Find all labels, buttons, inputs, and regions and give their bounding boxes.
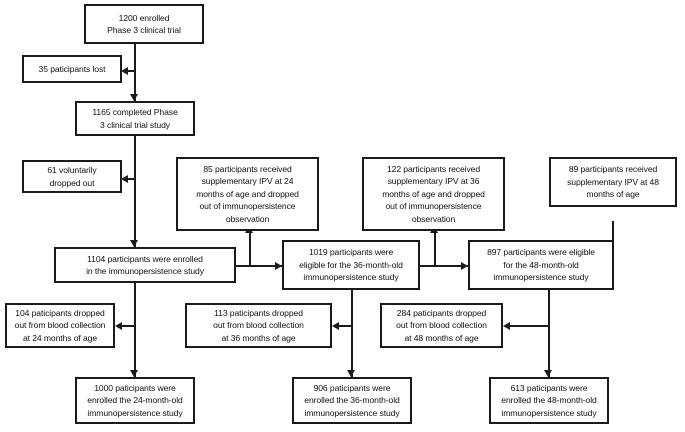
connector-branch-ipv36 (434, 231, 436, 266)
node-ipv48-line3: months of age (586, 189, 640, 200)
node-eligible36-line3: immunopersistence study (303, 272, 399, 283)
node-blood24-line1: 104 paticipants dropped (15, 307, 105, 318)
node-enrolled-line1: 1200 enrolled (118, 12, 170, 23)
node-blood36-line3: at 36 months of age (221, 332, 296, 343)
node-final24-line1: 1000 paticipants were (94, 382, 176, 393)
node-enrolled-line2: Phase 3 clinical trial (107, 25, 181, 35)
arrowhead-blood36 (332, 321, 339, 330)
node-enrolled-immuno-line1: 1104 participants were enrolled (87, 253, 203, 264)
connector-branch-lost-2 (124, 70, 136, 72)
connector-enrolled-to-completed (134, 44, 136, 101)
arrowhead-blood24 (115, 321, 122, 330)
node-blood24-line3: at 24 months of age (22, 332, 98, 343)
connector-completed-to-enrolled-immuno (134, 136, 136, 247)
arrowhead-eligible48 (461, 261, 468, 270)
node-ipv36-line2: supplementary IPV at 36 (387, 176, 480, 187)
node-ipv24-line4: out of immunopersistence (199, 201, 296, 212)
connector-col1-down (134, 283, 136, 377)
node-ipv24-line3: months of age and dropped (196, 188, 299, 199)
node-voluntary-line2: dropped out (49, 177, 95, 188)
node-final-48: 613 paticipants were enrolled the 48-mon… (489, 377, 609, 424)
node-blood48-line3: at 48 months of age (404, 332, 479, 343)
node-final36-line2: enrolled the 36-month-old (304, 395, 400, 406)
node-eligible36-line2: eligible for the 36-month-old (299, 259, 403, 270)
arrowhead-enrolled-immuno (130, 240, 138, 247)
connector-branch-blood24 (120, 325, 136, 327)
node-ipv36-line5: observation (411, 213, 456, 224)
arrowhead-final48 (544, 370, 552, 377)
node-blood48-line1: 284 paticipants dropped (396, 307, 487, 318)
node-dropped-voluntarily: 61 voluntarily dropped out (22, 160, 122, 193)
node-ipv24-line2: supplementary IPV at 24 (201, 176, 294, 187)
connector-enrolled-to-eligible36 (236, 265, 282, 267)
node-final-36: 906 paticipants were enrolled the 36-mon… (292, 377, 412, 424)
connector-branch-blood36 (337, 325, 353, 327)
node-blood36-line2: out from blood collection (213, 320, 304, 331)
node-completed-line1: 1165 completed Phase (92, 107, 178, 118)
node-final36-line3: immunopersistence study (304, 407, 400, 418)
node-final24-line2: enrolled the 24-month-old (87, 395, 183, 406)
node-voluntary-line1: 61 voluntarily (47, 165, 97, 176)
node-final-24: 1000 paticipants were enrolled the 24-mo… (75, 377, 195, 424)
node-final48-line1: 613 paticipants were (510, 382, 588, 393)
connector-branch-ipv24 (249, 231, 251, 266)
node-final48-line2: enrolled the 48-month-old (501, 395, 597, 406)
node-dropped-blood-24: 104 paticipants dropped out from blood c… (5, 303, 115, 348)
node-ipv36-line4: out of immunopersistence (385, 201, 482, 212)
arrowhead-eligible36 (275, 261, 282, 270)
node-blood48-line2: out from blood collection (396, 320, 487, 331)
node-lost: 35 paticipants lost (22, 55, 122, 83)
arrowhead-lost (121, 66, 128, 75)
node-ipv48-line2: supplementary IPV at 48 (567, 176, 659, 187)
node-final36-line1: 906 paticipants were (313, 382, 391, 393)
node-eligible48-line2: for the 48-month-old (503, 259, 579, 270)
arrowhead-voluntary (121, 174, 128, 183)
connector-eligible36-to-eligible48 (420, 265, 468, 267)
node-enrolled-immuno: 1104 participants were enrolled in the i… (54, 247, 236, 283)
connector-branch-voluntary (124, 178, 136, 180)
node-eligible36-line1: 1019 participants were (308, 247, 394, 258)
node-eligible-48: 897 participants were eligible for the 4… (468, 240, 614, 290)
node-ipv36-line3: months of age and dropped (382, 188, 485, 199)
node-ipv-36: 122 participants received supplementary … (362, 157, 505, 231)
connector-col2-down (351, 290, 353, 377)
node-blood36-line1: 113 paticipants dropped (214, 307, 303, 318)
node-eligible-36: 1019 participants were eligible for the … (282, 240, 420, 290)
node-enrolled-immuno-line2: in the immunopersistence study (86, 266, 204, 276)
node-dropped-blood-36: 113 paticipants dropped out from blood c… (185, 303, 332, 348)
arrowhead-completed (130, 94, 138, 101)
node-ipv36-line1: 122 participants received (386, 163, 481, 174)
node-final48-line3: immunopersistence study (501, 407, 597, 418)
node-completed-line2: 3 clinical trial study (100, 119, 170, 130)
arrowhead-final36 (347, 370, 355, 377)
node-dropped-blood-48: 284 paticipants dropped out from blood c… (380, 303, 503, 348)
node-blood24-line2: out from blood collection (14, 320, 106, 331)
node-ipv-24: 85 participants received supplementary I… (176, 157, 319, 231)
node-eligible48-line1: 897 participants were eligible (487, 247, 595, 258)
node-lost-line1: 35 paticipants lost (38, 63, 106, 74)
connector-col3-down (548, 290, 550, 377)
arrowhead-blood48 (503, 321, 510, 330)
node-completed: 1165 completed Phase 3 clinical trial st… (75, 101, 195, 136)
connector-branch-blood48 (508, 325, 550, 327)
node-ipv-48: 89 participants received supplementary I… (549, 157, 677, 207)
node-ipv24-line1: 85 participants received (203, 163, 292, 174)
node-ipv48-line1: 89 participants received (568, 164, 658, 175)
arrowhead-final24 (130, 370, 138, 377)
node-eligible48-line3: immunopersistence study (493, 272, 589, 283)
node-enrolled: 1200 enrolled Phase 3 clinical trial (84, 4, 204, 44)
node-final24-line3: immunopersistence study (87, 407, 183, 418)
node-ipv24-line5: observation (225, 213, 270, 224)
